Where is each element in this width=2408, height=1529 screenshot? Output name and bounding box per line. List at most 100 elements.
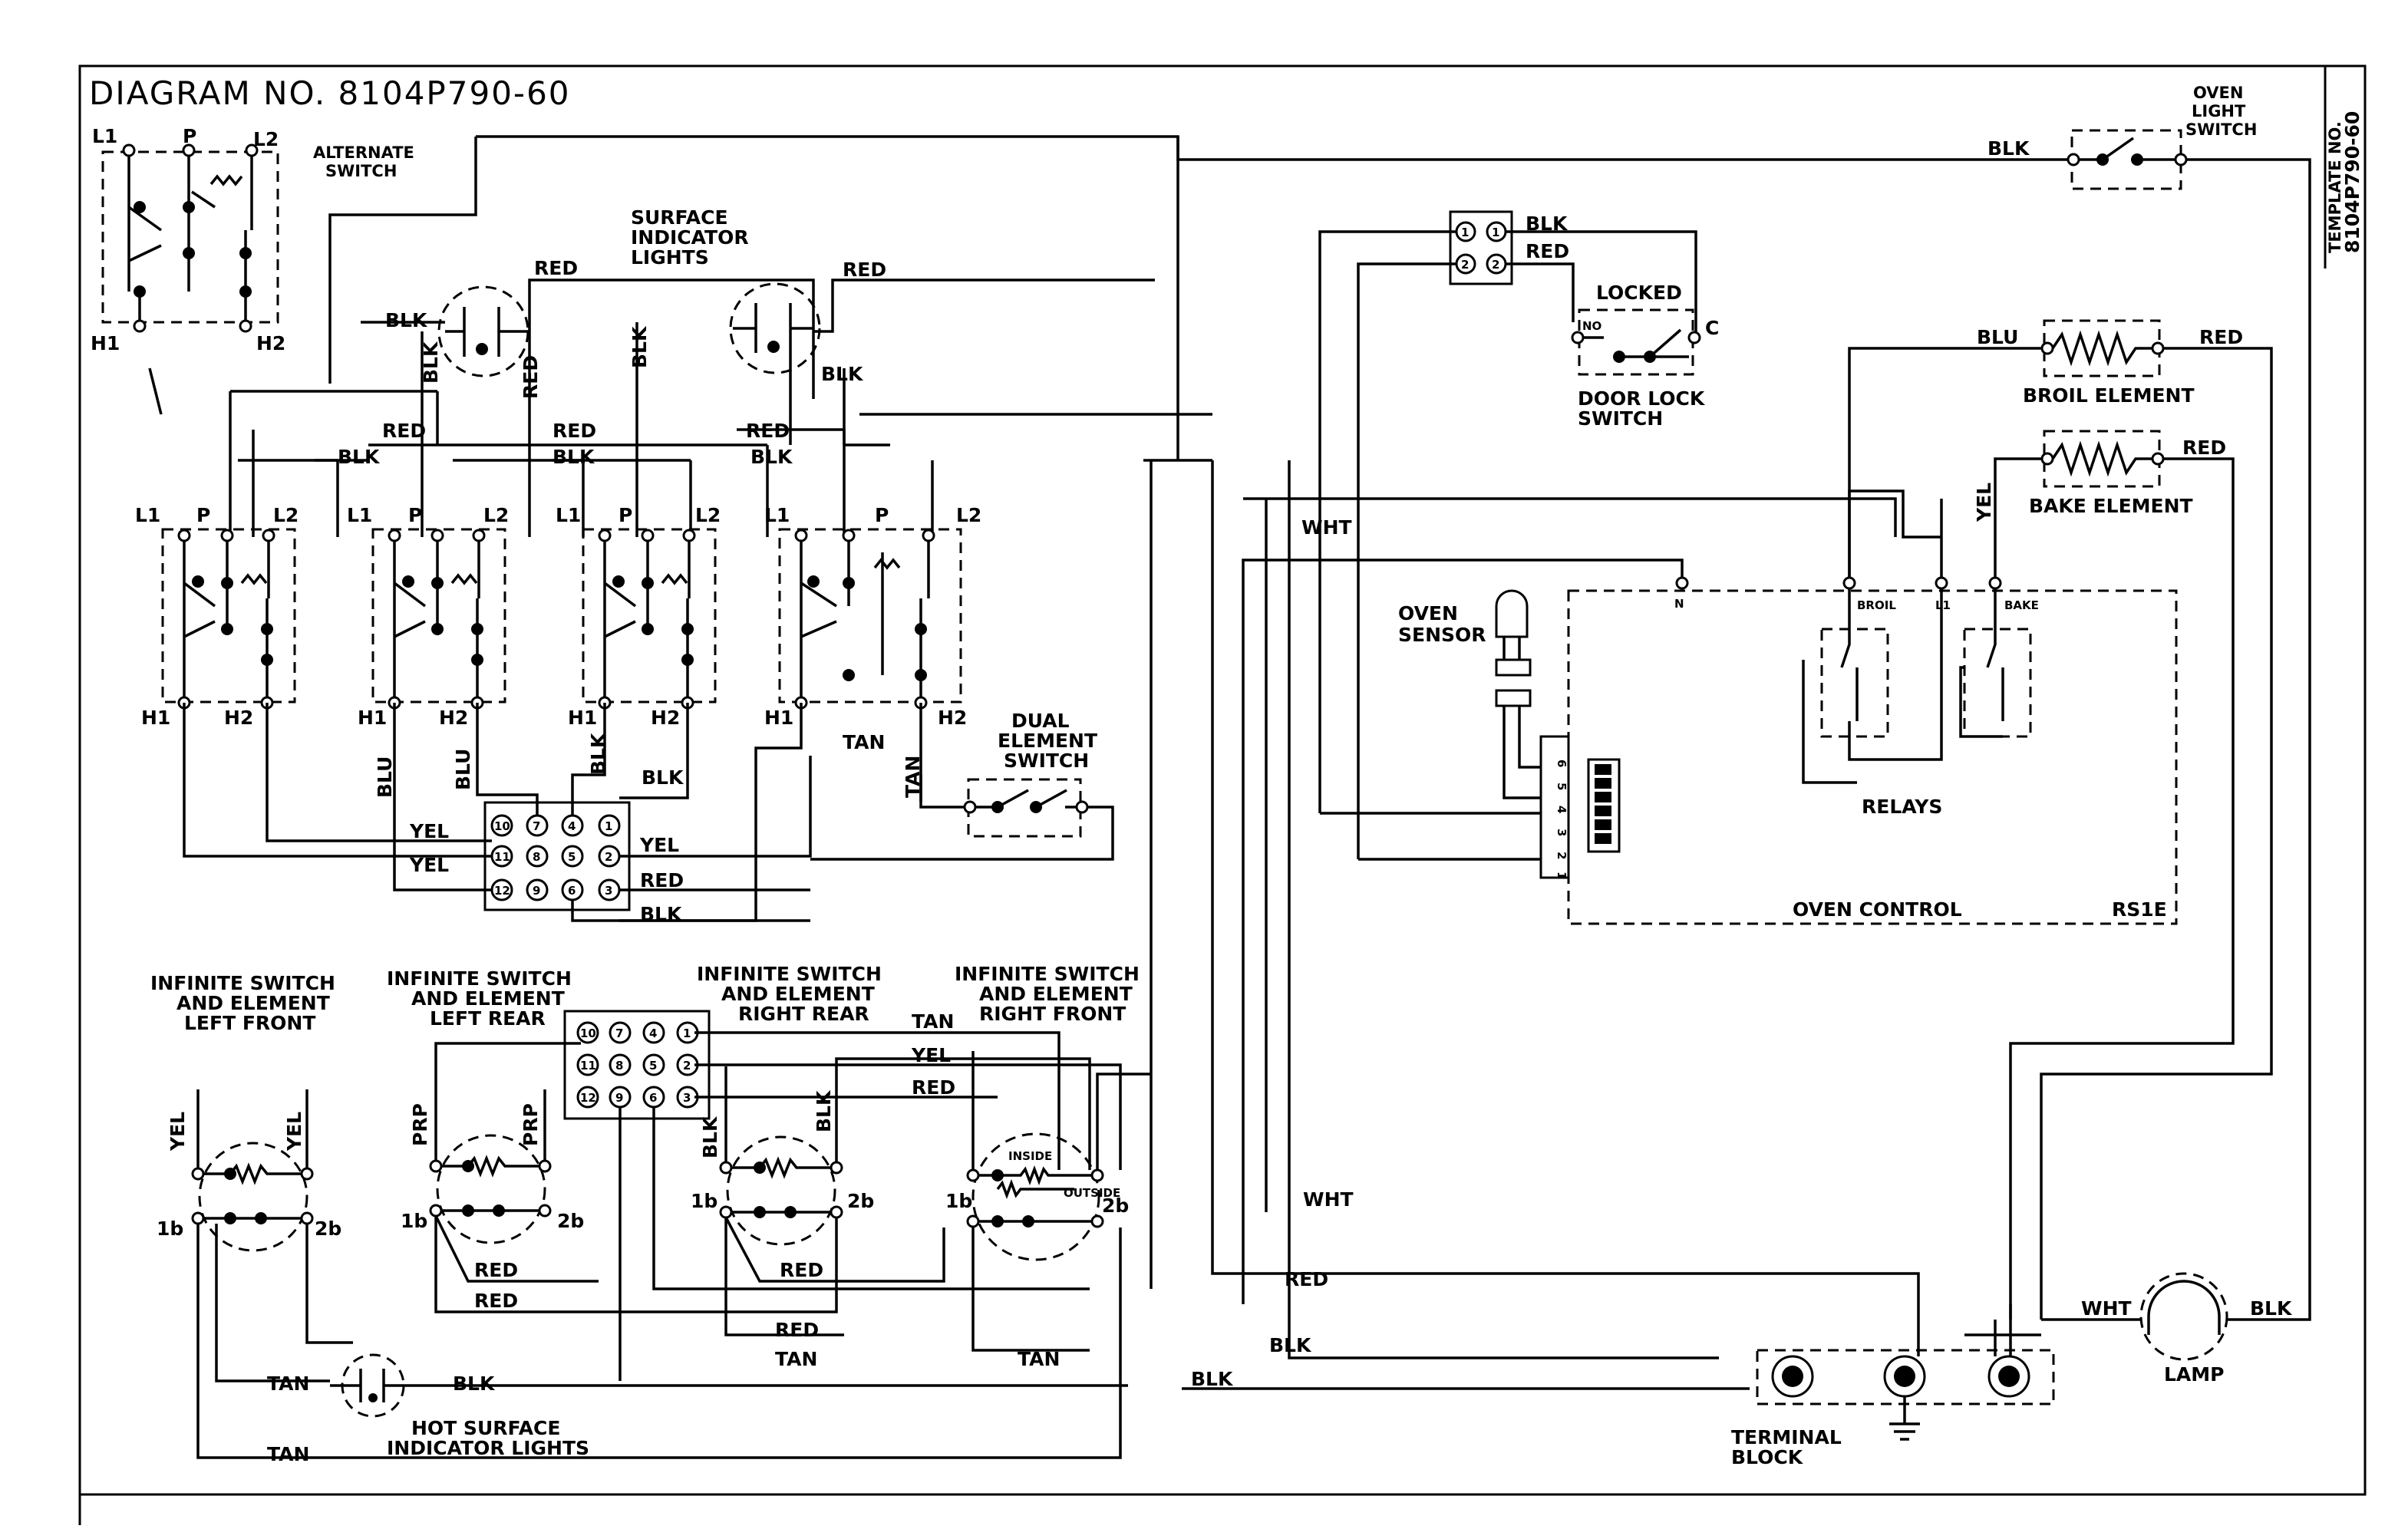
terminal-block-label-2: BLOCK	[1731, 1446, 1804, 1468]
svg-text:L1: L1	[764, 504, 790, 526]
dual-element-label-3: SWITCH	[1004, 750, 1089, 772]
wire-tan-4: TAN	[1018, 1348, 1060, 1370]
template-label: TEMPLATE NO.	[2326, 121, 2344, 253]
oven-sensor	[1495, 589, 1532, 707]
rf-1b: 1b	[945, 1190, 972, 1212]
wire-blk-10: BLK	[1269, 1334, 1312, 1356]
svg-text:L1: L1	[135, 504, 160, 526]
lf-label-3: LEFT FRONT	[184, 1012, 315, 1034]
wire-blu-1: BLU	[374, 756, 396, 798]
wire-tan-2: TAN	[912, 1010, 954, 1033]
element-left-front	[191, 1142, 314, 1252]
wire-yel-7: YEL	[911, 1044, 951, 1066]
dual-element-switch	[810, 775, 1114, 861]
wire-wht-1: WHT	[1303, 1188, 1354, 1211]
svg-text:12: 12	[580, 1091, 596, 1105]
infinite-switch-3: L1 P L2 H1 H2	[556, 504, 721, 729]
hot-surface-label-2: INDICATOR LIGHTS	[387, 1437, 589, 1459]
svg-text:1: 1	[683, 1026, 691, 1040]
svg-text:10: 10	[494, 819, 510, 833]
hot-surface-indicator-light	[330, 1353, 445, 1418]
svg-text:5: 5	[568, 850, 576, 864]
svg-text:H1: H1	[764, 707, 793, 729]
wire-red-13: RED	[474, 1290, 518, 1312]
oven-sensor-label-2: SENSOR	[1398, 624, 1486, 646]
wire-blk-12: BLK	[2250, 1297, 2293, 1320]
wire-yel-6: YEL	[283, 1112, 305, 1152]
lr-2b: 2b	[557, 1210, 584, 1232]
wire-red-1: RED	[534, 257, 578, 279]
svg-text:2: 2	[1555, 852, 1568, 859]
rf-2b: 2b	[1102, 1195, 1129, 1217]
wire-red-v1: RED	[520, 355, 542, 399]
svg-text:6: 6	[1555, 760, 1568, 767]
svg-text:8: 8	[615, 1059, 623, 1073]
svg-text:H1: H1	[91, 332, 120, 354]
infinite-switch-2: L1 P L2 H1 H2	[347, 504, 509, 729]
svg-text:9: 9	[615, 1091, 623, 1105]
svg-text:3: 3	[1555, 829, 1568, 836]
rr-label-2: AND ELEMENT	[721, 983, 875, 1005]
rs1e-label: RS1E	[2112, 898, 2167, 921]
surface-indicator-light-right	[729, 282, 821, 374]
svg-text:H2: H2	[439, 707, 468, 729]
svg-text:2: 2	[1461, 258, 1469, 272]
svg-text:1: 1	[1555, 872, 1568, 879]
wire-yel-3: YEL	[639, 834, 679, 856]
svg-text:5: 5	[649, 1059, 657, 1073]
infinite-switch-4: L1 P L2 H1 H2	[764, 504, 981, 729]
element-right-front-dual: INSIDE OUTSIDE	[966, 1132, 1120, 1261]
svg-text:10: 10	[580, 1026, 596, 1040]
svg-text:P: P	[618, 504, 632, 526]
svg-text:1: 1	[1492, 226, 1499, 239]
wire-red-15: RED	[775, 1319, 819, 1341]
wire-blk-11: BLK	[1191, 1368, 1234, 1390]
wire-red-14: RED	[780, 1259, 823, 1281]
element-right-rear	[719, 1135, 843, 1246]
door-lock-label-1: DOOR LOCK	[1578, 387, 1706, 410]
svg-text:L2: L2	[956, 504, 981, 526]
lr-label-3: LEFT REAR	[430, 1007, 546, 1030]
wire-blk-v2: BLK	[628, 325, 651, 368]
wire-yel-2: YEL	[409, 854, 449, 876]
door-lock-switch: NO C	[1571, 308, 1719, 376]
wire-yel-4: YEL	[1973, 483, 1995, 522]
door-plug: 1 2 1 2	[1449, 210, 1513, 285]
wire-tan-3: TAN	[775, 1348, 817, 1370]
locked-label: LOCKED	[1596, 282, 1682, 304]
svg-text:L1: L1	[556, 504, 581, 526]
surface-indicator-light-left	[437, 285, 529, 377]
svg-text:1: 1	[1461, 226, 1469, 239]
svg-text:H2: H2	[256, 332, 285, 354]
surface-indicator-label-1: SURFACE	[631, 206, 728, 229]
alternate-switch: L1 P L2 H1 H2	[91, 125, 285, 415]
svg-text:7: 7	[533, 819, 540, 833]
oven-light-switch	[2067, 129, 2188, 190]
template-number: 8104P790-60	[2341, 111, 2363, 253]
svg-text:L2: L2	[695, 504, 721, 526]
wire-blu-2: BLU	[452, 749, 474, 790]
svg-text:OUTSIDE: OUTSIDE	[1064, 1186, 1120, 1200]
lf-1b: 1b	[157, 1218, 183, 1240]
wire-blk-v1: BLK	[420, 341, 442, 384]
wire-red-3: RED	[382, 420, 426, 442]
svg-text:2: 2	[683, 1059, 691, 1073]
svg-text:7: 7	[615, 1026, 623, 1040]
oven-control-label: OVEN CONTROL	[1793, 898, 1962, 921]
svg-text:3: 3	[605, 884, 612, 898]
wire-red-12: RED	[474, 1259, 518, 1281]
svg-text:H1: H1	[141, 707, 170, 729]
svg-text:8: 8	[533, 850, 540, 864]
svg-text:L1: L1	[1935, 598, 1951, 612]
wire-blk-v4: BLK	[699, 1115, 721, 1158]
svg-text:N: N	[1674, 597, 1684, 611]
wire-tan-5: TAN	[267, 1372, 309, 1395]
lf-label-1: INFINITE SWITCH	[150, 972, 335, 994]
wire-blu-3: BLU	[1977, 326, 2018, 348]
element-left-rear	[429, 1134, 552, 1244]
svg-text:5: 5	[1555, 783, 1568, 790]
hot-surface-label-1: HOT SURFACE	[411, 1417, 560, 1439]
wire-blk-4: BLK	[553, 446, 595, 468]
